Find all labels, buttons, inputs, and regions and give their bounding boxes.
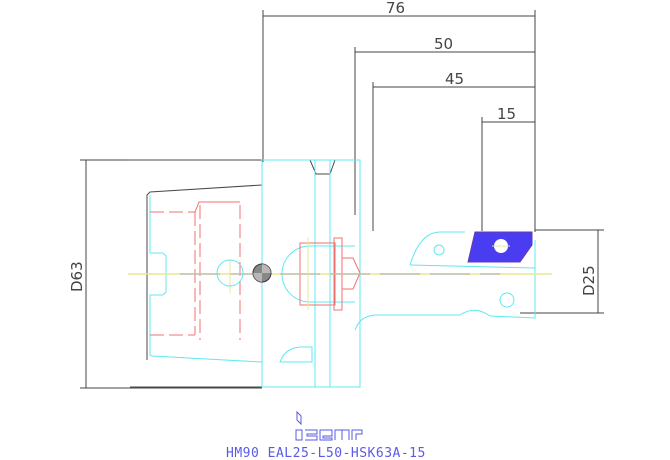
- model-caption: HM90 EAL25-L50-HSK63A-15: [226, 446, 426, 460]
- dim-76: 76: [386, 0, 405, 17]
- dim-d63: D63: [68, 261, 86, 292]
- dim-45: 45: [445, 70, 464, 88]
- dimension-lines: [80, 10, 604, 389]
- dim-15: 15: [497, 105, 516, 123]
- center-mark-icon: [252, 263, 272, 283]
- insert: [467, 231, 533, 263]
- iscar-logo: [295, 410, 363, 441]
- dim-d25: D25: [580, 265, 598, 296]
- dim-50: 50: [434, 35, 453, 53]
- centerline: [128, 237, 552, 310]
